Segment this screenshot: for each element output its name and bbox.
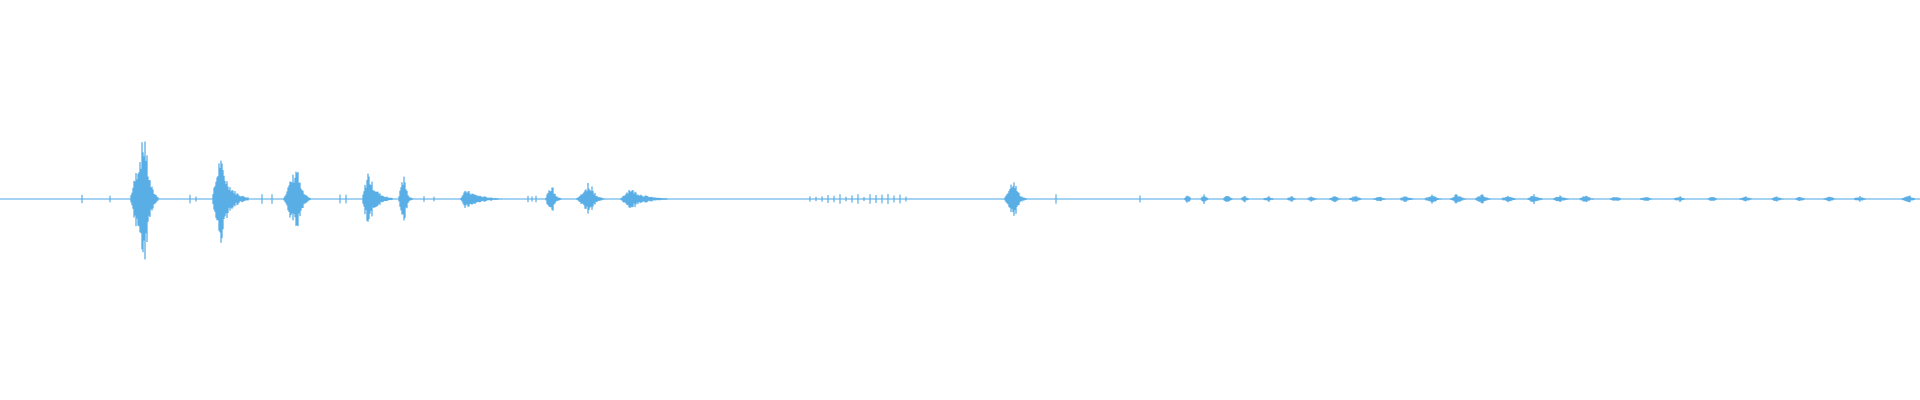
waveform-bursts	[81, 141, 1915, 260]
